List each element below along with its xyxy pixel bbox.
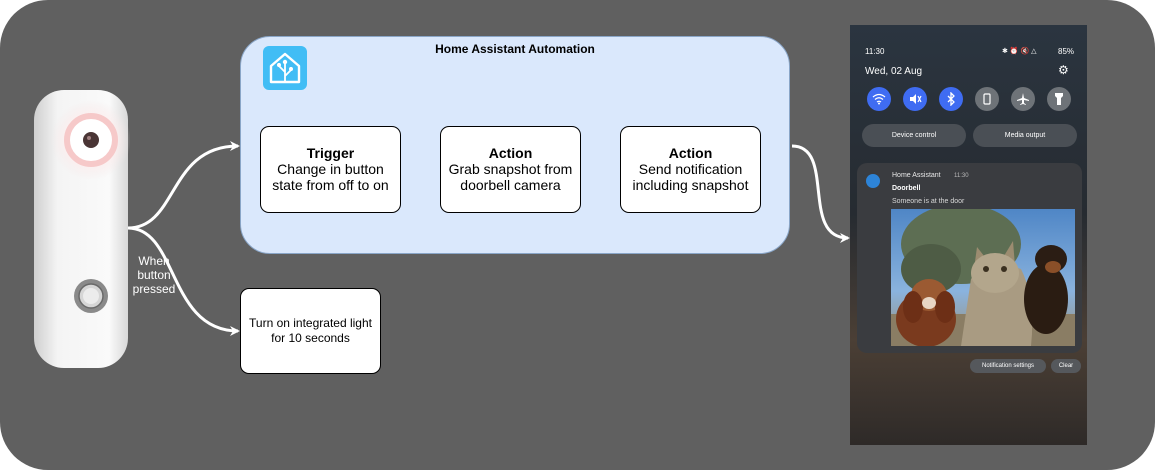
doorbell-device-image bbox=[34, 90, 130, 368]
arrow-to-phone bbox=[791, 144, 850, 243]
edge-label-button-pressed: When button pressed bbox=[132, 254, 176, 296]
rotation-lock-icon[interactable] bbox=[975, 87, 999, 111]
arrow-to-automation bbox=[127, 141, 240, 230]
gear-icon[interactable]: ⚙ bbox=[1058, 63, 1069, 77]
media-output-button[interactable]: Media output bbox=[973, 124, 1077, 147]
notification-title: Doorbell bbox=[892, 185, 921, 192]
wifi-icon[interactable] bbox=[867, 87, 891, 111]
clear-button[interactable]: Clear bbox=[1051, 359, 1081, 373]
automation-title: Home Assistant Automation bbox=[435, 42, 595, 56]
notification-card[interactable]: Home Assistant 11:30 Doorbell Someone is… bbox=[857, 163, 1082, 353]
panel-date: Wed, 02 Aug bbox=[865, 66, 923, 77]
home-assistant-logo-icon bbox=[263, 46, 307, 90]
send-notification-heading: Action bbox=[668, 145, 713, 161]
status-bar-time: 11:30 bbox=[865, 47, 885, 56]
integrated-light-node: Turn on integrated light for 10 seconds bbox=[240, 288, 381, 374]
grab-snapshot-node: Action Grab snapshot from doorbell camer… bbox=[440, 126, 581, 213]
notification-settings-button[interactable]: Notification settings bbox=[970, 359, 1046, 373]
status-bar-battery: 85% bbox=[1058, 47, 1075, 56]
trigger-description: Change in button state from off to on bbox=[272, 161, 389, 193]
notification-app-name: Home Assistant bbox=[892, 172, 941, 179]
grab-snapshot-description: Grab snapshot from doorbell camera bbox=[448, 161, 573, 193]
phone-notification-screenshot: 11:30 ✱ ⏰ 🔇 △ 85% Wed, 02 Aug ⚙ Device c… bbox=[850, 25, 1087, 445]
arrow-to-light bbox=[127, 226, 240, 336]
send-notification-description: Send notification including snapshot bbox=[632, 161, 749, 193]
trigger-heading: Trigger bbox=[306, 145, 355, 161]
notification-time: 11:30 bbox=[954, 173, 969, 179]
send-notification-node: Action Send notification including snaps… bbox=[620, 126, 761, 213]
mute-icon[interactable] bbox=[903, 87, 927, 111]
flashlight-icon[interactable] bbox=[1047, 87, 1071, 111]
device-control-button[interactable]: Device control bbox=[862, 124, 966, 147]
grab-snapshot-heading: Action bbox=[488, 145, 533, 161]
airplane-icon[interactable] bbox=[1011, 87, 1035, 111]
notification-message: Someone is at the door bbox=[892, 198, 965, 205]
status-bar-icons: ✱ ⏰ 🔇 △ bbox=[1002, 48, 1037, 55]
bluetooth-icon[interactable] bbox=[939, 87, 963, 111]
trigger-node: Trigger Change in button state from off … bbox=[260, 126, 401, 213]
doorbell-snapshot-image bbox=[891, 209, 1075, 346]
home-assistant-app-icon bbox=[866, 174, 880, 188]
